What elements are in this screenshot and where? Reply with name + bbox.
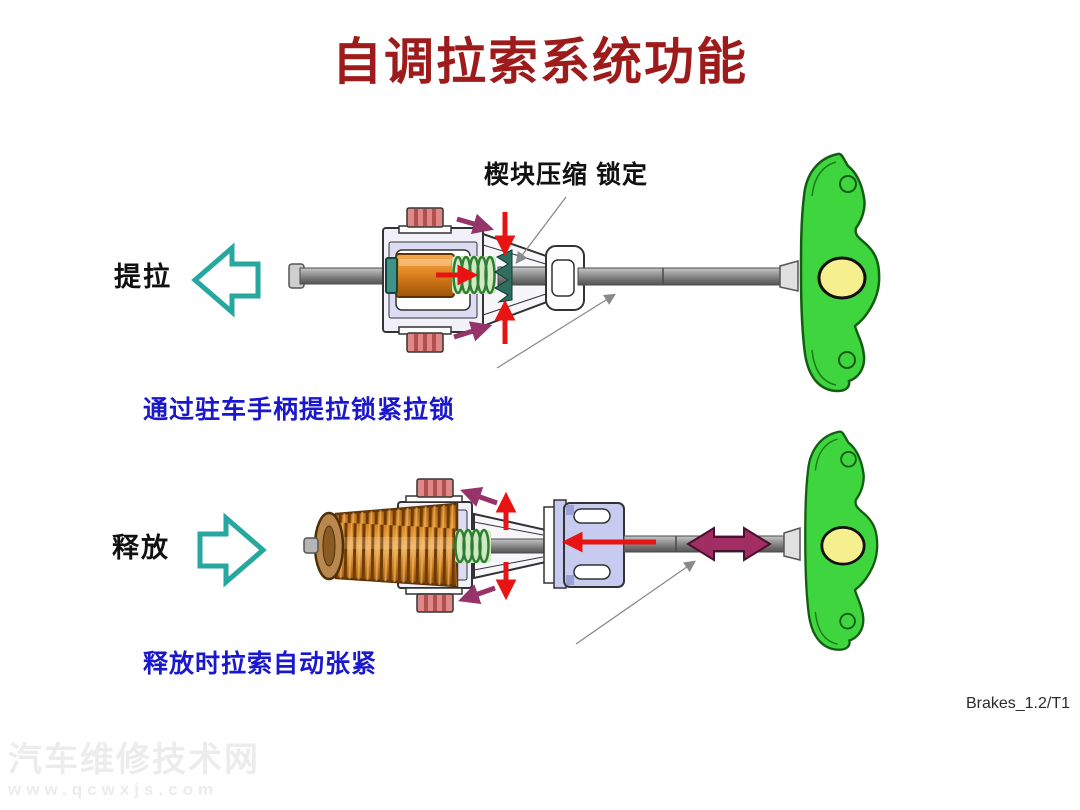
release-direction-arrow-icon [197, 512, 267, 588]
red-release-arrows [495, 491, 656, 601]
watermark-site-name: 汽车维修技术网 [8, 741, 260, 779]
annotation-pointer-lines-top [496, 196, 616, 369]
pull-caption: 通过驻车手柄提拉锁紧拉锁 [143, 396, 456, 424]
tension-double-arrow [686, 526, 772, 562]
cable-left-segment [288, 263, 393, 289]
compression-spring-bottom [454, 528, 491, 564]
slide-title: 自调拉索系统功能 [332, 34, 748, 90]
release-action-label: 释放 [112, 533, 170, 563]
release-caption: 释放时拉索自动张紧 [143, 650, 378, 678]
housing-bolt-top [398, 207, 452, 234]
red-compress-arrows [436, 212, 516, 344]
annotation-pointer-line-bottom [575, 560, 696, 645]
threaded-adjuster-coil [303, 502, 459, 588]
adjuster-piston [385, 253, 455, 298]
pull-action-label: 提拉 [114, 262, 172, 292]
pull-direction-arrow-icon [191, 242, 261, 318]
wedge-lock-annotation: 楔块压缩 锁定 [484, 161, 648, 189]
watermark-site-url: www.qcwxjs.com [8, 780, 219, 799]
equalizer-bracket-bottom [803, 430, 879, 652]
cable-nipple [303, 537, 319, 554]
flange-slot-top [573, 508, 611, 524]
watermark: 汽车维修技术网 www.qcwxjs.com [8, 740, 260, 800]
slide-reference: Brakes_1.2/T1 [965, 695, 1070, 712]
housing-bolt-top-bottom-diagram [405, 478, 463, 503]
pull-diagram [191, 152, 881, 393]
cable-right-segment [577, 260, 799, 292]
release-diagram [197, 430, 879, 652]
equalizer-bracket-top [799, 152, 881, 393]
purple-motion-arrows-top [453, 213, 495, 342]
housing-bolt-bottom-bottom-diagram [405, 587, 463, 613]
flange-slot-bottom [573, 564, 611, 580]
purple-motion-arrows-bottom [458, 487, 498, 604]
clevis-end [545, 245, 585, 311]
housing-bolt-bottom [398, 326, 452, 353]
